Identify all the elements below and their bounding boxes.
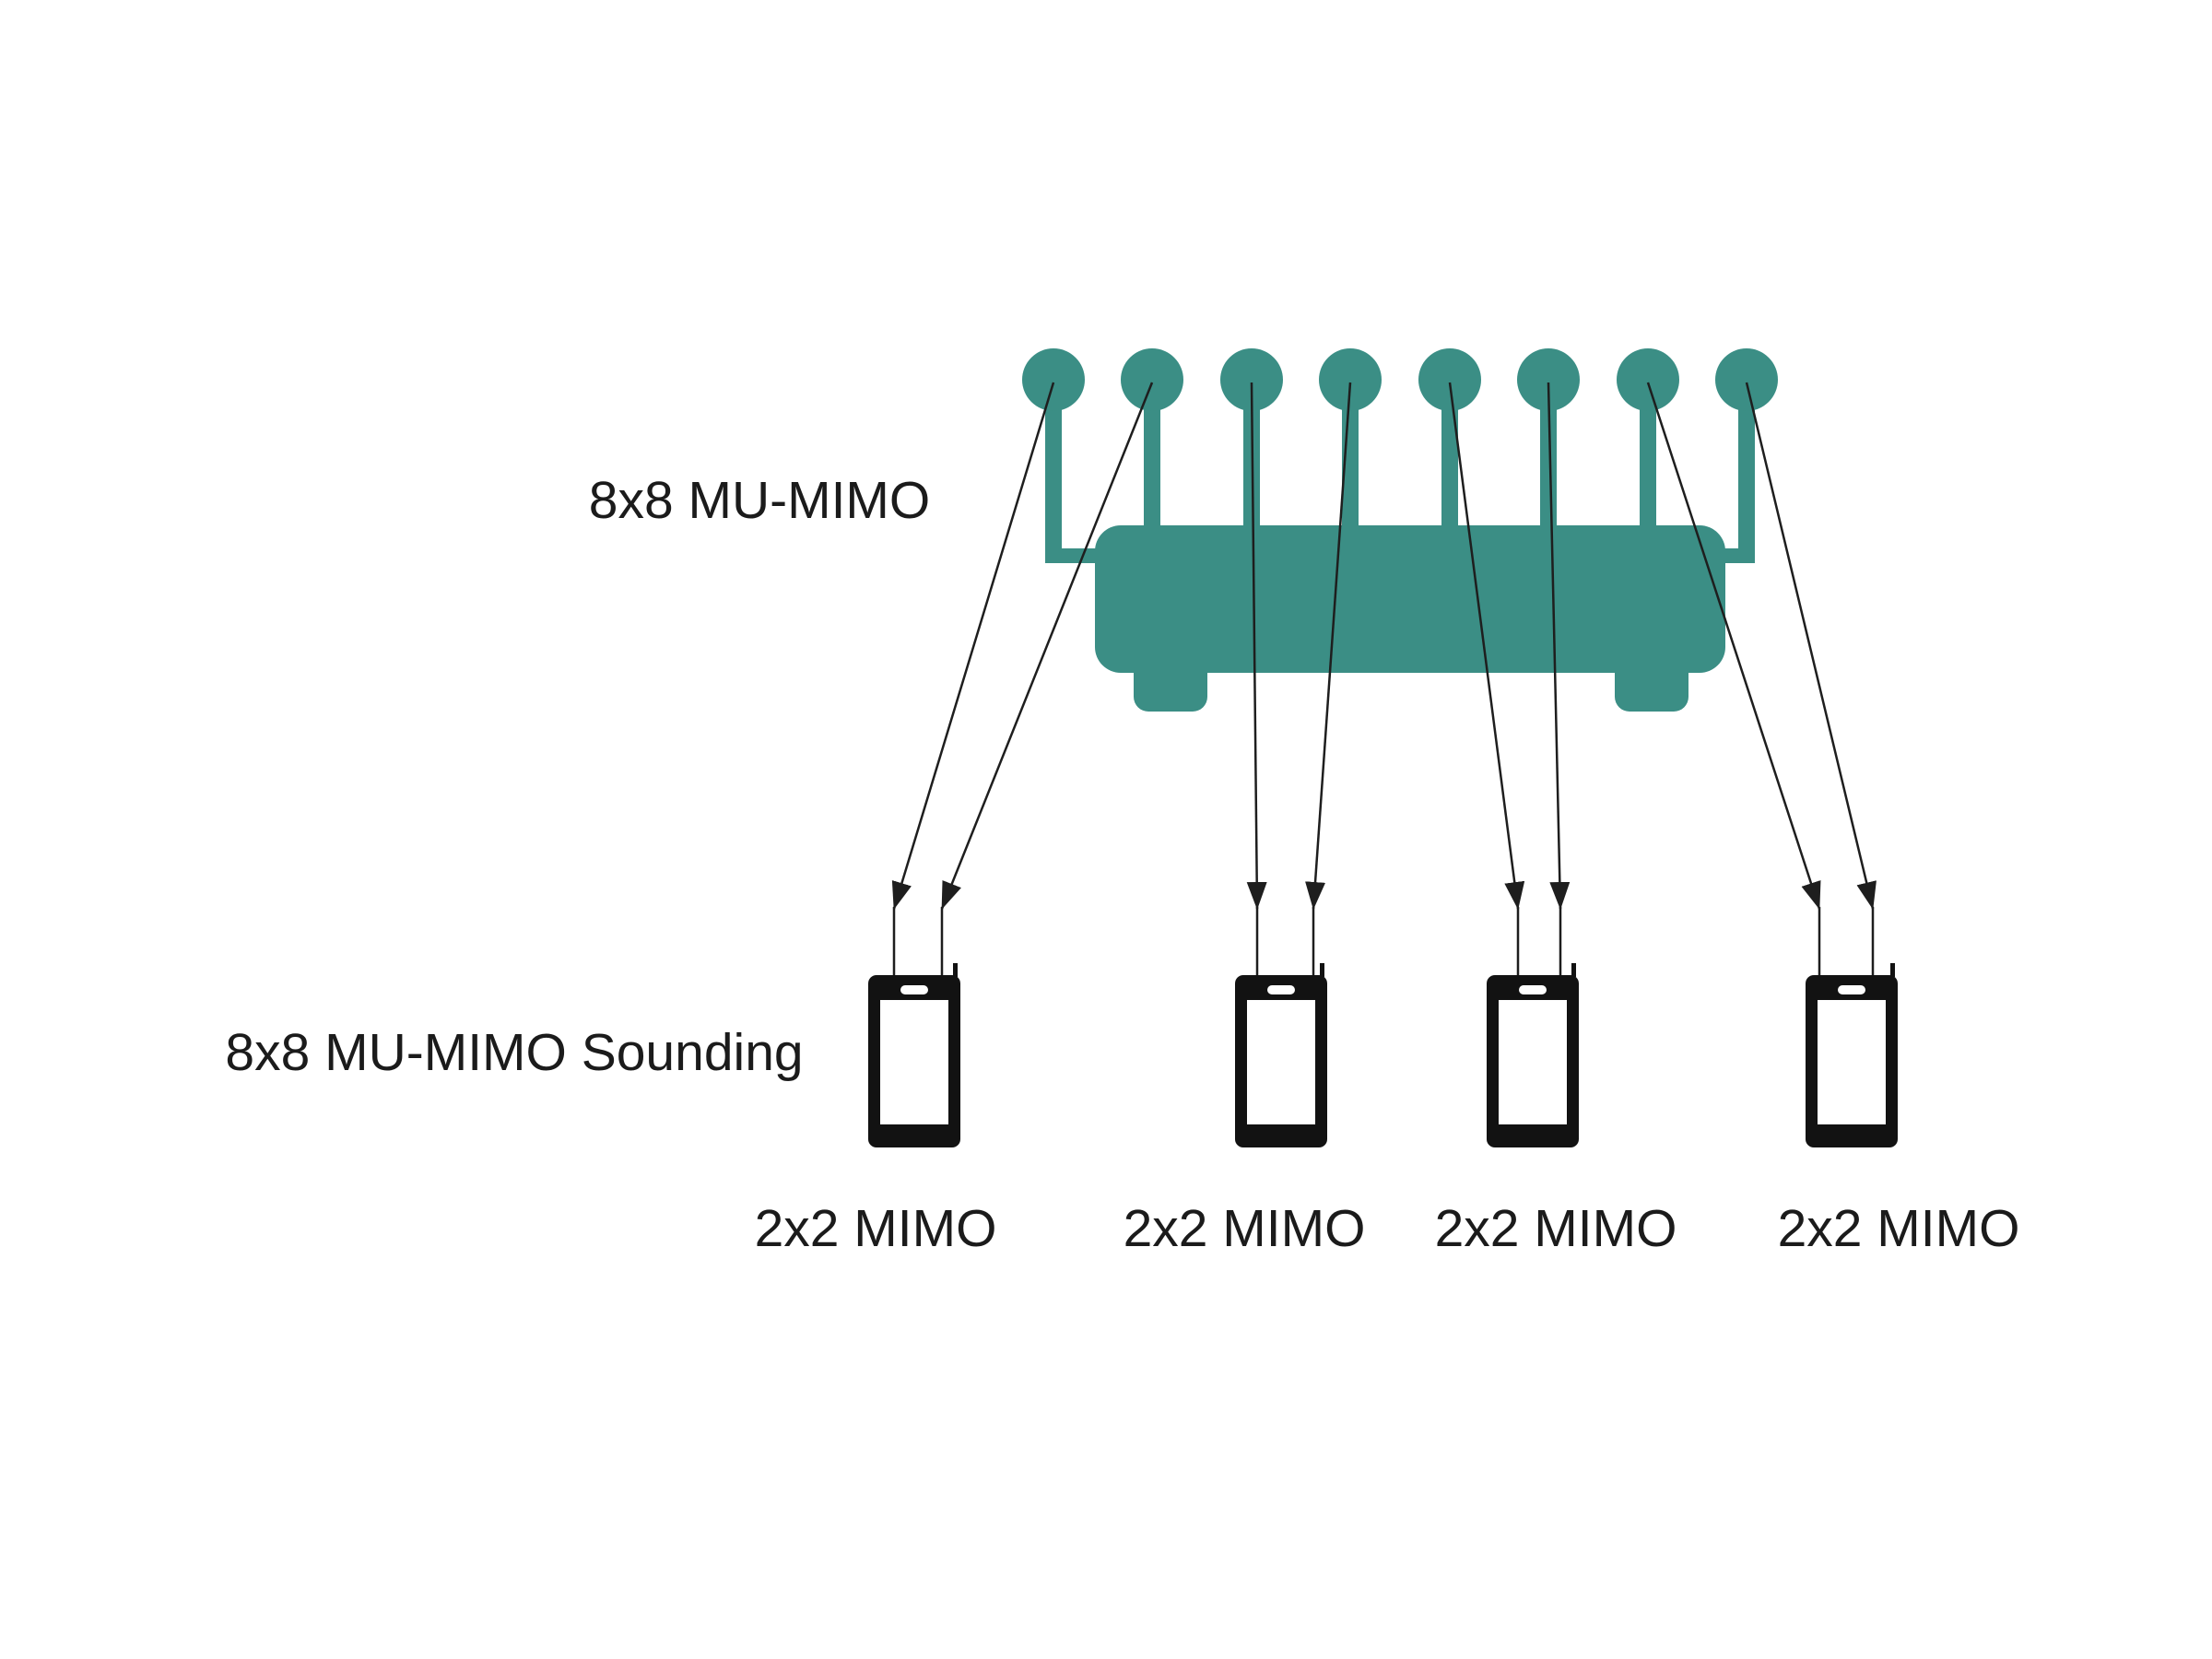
arrow-antenna2-device1: [940, 382, 1154, 975]
signal-arrows: [891, 382, 1877, 975]
device-antenna-nub: [1890, 963, 1895, 977]
device-screen: [880, 1000, 948, 1124]
device-antenna-nub: [1571, 963, 1576, 977]
antenna-stem: [1045, 380, 1062, 563]
device-3: 2x2 MIMO: [1435, 963, 1677, 1258]
antenna-elbow-arm: [1045, 548, 1099, 563]
antenna-1: [1022, 348, 1099, 563]
device-screen: [1247, 1000, 1315, 1124]
antenna-tip: [1319, 348, 1382, 411]
device-label: 2x2 MIMO: [1778, 1199, 2020, 1258]
router-label: 8x8 MU-MIMO: [589, 471, 931, 530]
device-label: 2x2 MIMO: [1124, 1199, 1366, 1258]
antenna-elbow-arm: [1724, 548, 1755, 563]
antenna-tip: [1220, 348, 1283, 411]
arrow-shaft: [1745, 382, 1877, 910]
arrow-shaft: [1448, 382, 1525, 910]
device-speaker: [1267, 985, 1295, 994]
antenna-tip: [1022, 348, 1085, 411]
device-label: 2x2 MIMO: [755, 1199, 997, 1258]
router-body: [1095, 525, 1725, 673]
device-2: 2x2 MIMO: [1124, 963, 1366, 1258]
antenna-tip: [1418, 348, 1481, 411]
device-antenna-nub: [1320, 963, 1324, 977]
arrow-shaft: [1547, 382, 1571, 910]
device-1: 2x2 MIMO: [755, 963, 997, 1258]
antenna-stem: [1738, 380, 1755, 563]
antenna-4: [1319, 348, 1382, 539]
antenna-stem: [1540, 380, 1557, 539]
arrow-shaft: [891, 382, 1055, 910]
antenna-tip: [1617, 348, 1679, 411]
antenna-stem: [1640, 380, 1656, 539]
arrow-shaft: [1246, 382, 1267, 910]
device-antenna-nub: [953, 963, 958, 977]
antenna-tip: [1517, 348, 1580, 411]
antenna-stem: [1144, 380, 1160, 539]
antenna-tip: [1715, 348, 1778, 411]
antenna-tip: [1121, 348, 1183, 411]
client-devices: 2x2 MIMO 2x2 MIMO 2x2 MIMO 2x2 MIMO: [755, 963, 2020, 1258]
device-speaker: [900, 985, 928, 994]
arrow-shaft: [940, 382, 1154, 910]
device-screen: [1499, 1000, 1567, 1124]
arrow-antenna3-device2: [1246, 382, 1267, 975]
device-label: 2x2 MIMO: [1435, 1199, 1677, 1258]
antenna-8: [1715, 348, 1778, 563]
antenna-stem: [1342, 380, 1359, 539]
router: [1022, 348, 1778, 712]
device-screen: [1818, 1000, 1886, 1124]
arrow-antenna8-device4: [1745, 382, 1877, 975]
arrow-antenna4-device2: [1305, 382, 1352, 975]
antenna-7: [1617, 348, 1679, 539]
device-speaker: [1838, 985, 1865, 994]
antenna-5: [1418, 348, 1481, 539]
device-4: 2x2 MIMO: [1778, 963, 2020, 1258]
antenna-6: [1517, 348, 1580, 539]
antenna-2: [1121, 348, 1183, 539]
arrow-antenna1-device1: [891, 382, 1055, 975]
arrow-antenna6-device3: [1547, 382, 1571, 975]
sounding-label: 8x8 MU-MIMO Sounding: [225, 1023, 803, 1082]
arrow-shaft: [1646, 382, 1821, 910]
arrow-antenna5-device3: [1448, 382, 1525, 975]
arrow-shaft: [1305, 382, 1352, 910]
device-speaker: [1519, 985, 1547, 994]
arrow-antenna7-device4: [1646, 382, 1821, 975]
